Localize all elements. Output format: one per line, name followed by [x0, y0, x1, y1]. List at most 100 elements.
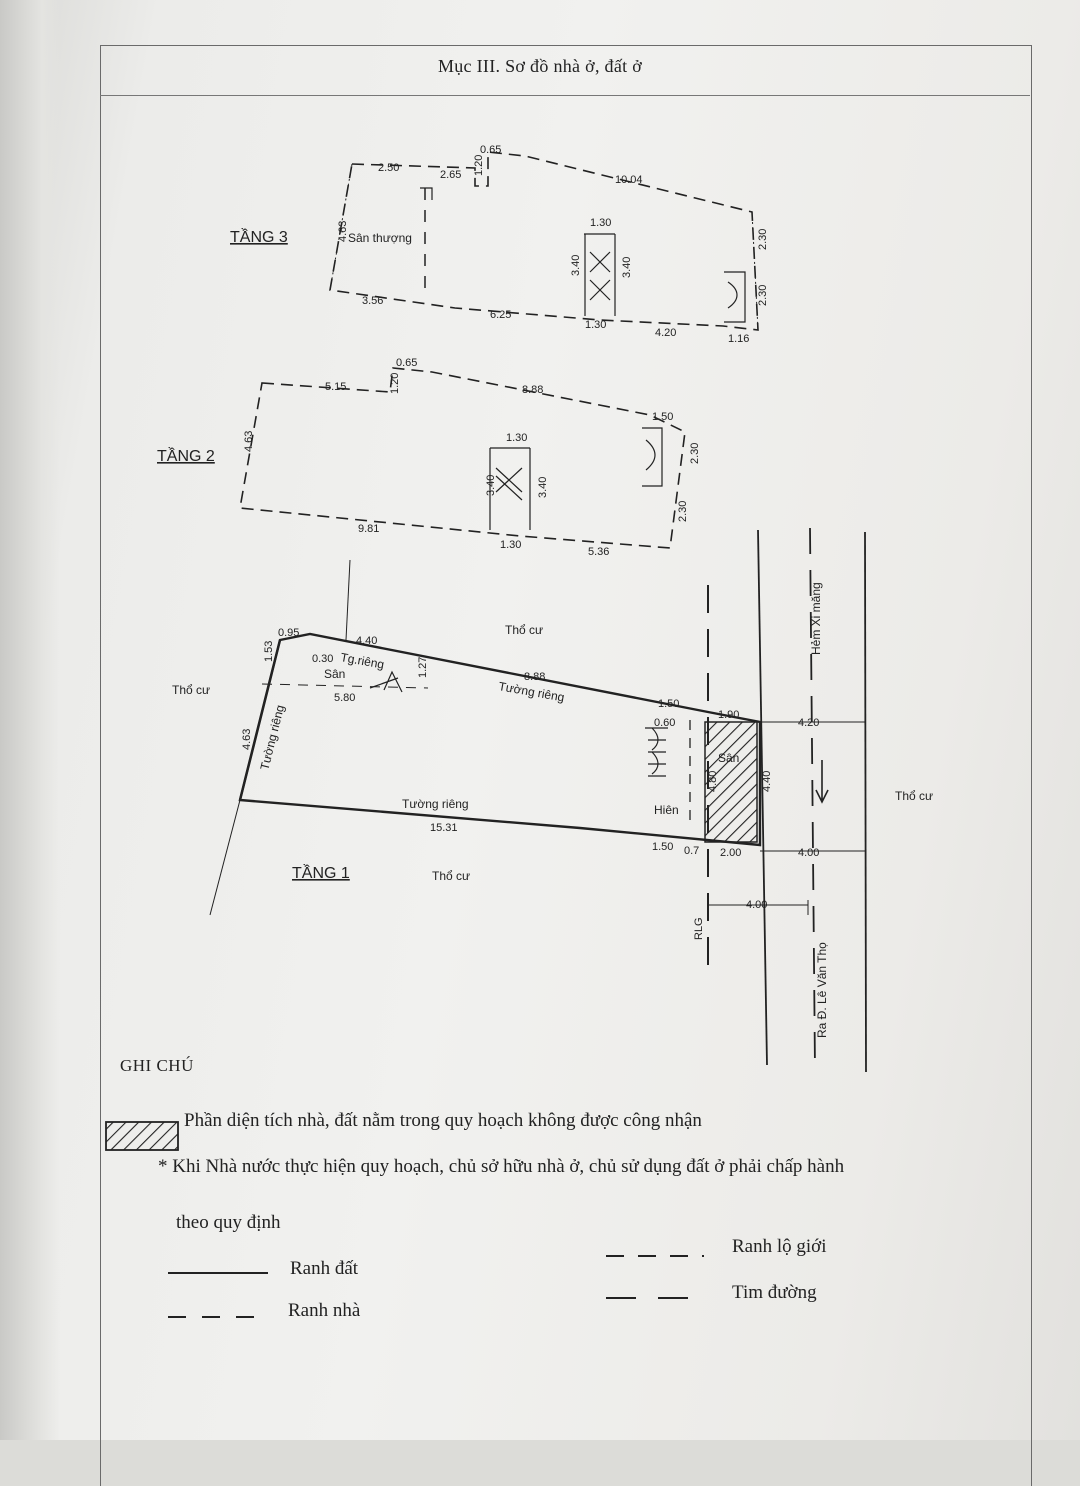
svg-text:1.30: 1.30 — [585, 319, 606, 331]
yard-label-right: Sân — [718, 751, 739, 765]
svg-text:1.53: 1.53 — [263, 641, 275, 662]
page-fold-shadow — [0, 0, 60, 1440]
legend-ranh-nha: Ranh nhà — [288, 1300, 361, 1321]
floor2-labels: TẦNG 2 0.65 1.20 5.15 8.88 1.50 1.30 4.6… — [157, 357, 701, 558]
floor2-label: TẦNG 2 — [157, 446, 215, 465]
yard-label: Sân — [324, 667, 345, 681]
neighbor-right: Thổ cư — [895, 789, 933, 803]
svg-text:4.20: 4.20 — [798, 717, 819, 729]
neighbor-left: Thổ cư — [172, 683, 210, 697]
svg-text:3.40: 3.40 — [485, 475, 497, 496]
svg-text:2.00: 2.00 — [720, 847, 741, 859]
floor3-room-label: Sân thượng — [348, 231, 412, 245]
svg-text:4.80: 4.80 — [707, 771, 719, 792]
floor1-plan — [209, 527, 867, 1073]
floor3-terrace-edge — [329, 163, 353, 291]
svg-text:1.90: 1.90 — [718, 709, 739, 721]
notes-heading: GHI CHÚ — [120, 1056, 194, 1075]
floor3-door-icon — [420, 187, 433, 200]
header-rule — [100, 95, 1030, 96]
svg-text:3.40: 3.40 — [621, 257, 633, 278]
planning-hatched-area — [704, 721, 758, 843]
svg-text:3.40: 3.40 — [570, 255, 582, 276]
floor3-label: TẦNG 3 — [230, 227, 288, 246]
page-title: Mục III. Sơ đồ nhà ở, đất ở — [437, 56, 643, 76]
yard-door-icon — [369, 670, 403, 693]
svg-text:0.65: 0.65 — [396, 357, 417, 369]
wall-label-bottom: Tường riêng — [402, 797, 469, 811]
svg-text:1.20: 1.20 — [473, 155, 485, 176]
svg-text:4.00: 4.00 — [746, 899, 767, 911]
svg-text:3.56: 3.56 — [362, 295, 383, 307]
svg-text:1.50: 1.50 — [652, 841, 673, 853]
neighbor-boundary-lower — [209, 799, 241, 916]
svg-text:3.40: 3.40 — [537, 477, 549, 498]
page-frame — [100, 45, 1032, 1486]
note-line-2: theo quy định — [176, 1212, 281, 1233]
svg-text:4.40: 4.40 — [356, 635, 377, 647]
neighbor-bottom: Thổ cư — [432, 869, 470, 883]
svg-text:0.65: 0.65 — [480, 144, 501, 156]
floor3-stair-icon-2 — [724, 271, 746, 323]
svg-text:2.65: 2.65 — [440, 169, 461, 181]
svg-text:0.7: 0.7 — [684, 845, 699, 857]
rlg-label: RLG — [693, 917, 705, 940]
svg-text:5.36: 5.36 — [588, 546, 609, 558]
svg-text:4.63: 4.63 — [241, 729, 253, 750]
svg-text:0.95: 0.95 — [278, 627, 299, 639]
svg-text:2.30: 2.30 — [757, 285, 769, 306]
svg-text:0.60: 0.60 — [654, 717, 675, 729]
svg-text:1.20: 1.20 — [389, 373, 401, 394]
svg-text:2.30: 2.30 — [677, 501, 689, 522]
svg-text:8.88: 8.88 — [522, 384, 543, 396]
porch-stair-icon — [645, 727, 668, 777]
floor3-stair-icon — [584, 233, 616, 316]
svg-text:5.15: 5.15 — [325, 381, 346, 393]
svg-text:4.63: 4.63 — [337, 221, 349, 242]
svg-text:1.30: 1.30 — [500, 539, 521, 551]
floor2-plan — [239, 367, 686, 549]
svg-text:0.30: 0.30 — [312, 653, 333, 665]
floor2-stair-icon — [489, 447, 531, 530]
svg-text:8.88: 8.88 — [524, 671, 545, 683]
svg-text:15.31: 15.31 — [430, 822, 458, 834]
floor3-plan — [329, 151, 759, 331]
svg-text:4.63: 4.63 — [243, 431, 255, 452]
alley-centerline — [809, 527, 816, 1071]
hatch-legend-swatch — [105, 1121, 179, 1151]
legend-tim-duong: Tim đường — [732, 1282, 817, 1303]
svg-text:1.16: 1.16 — [728, 333, 749, 345]
alley-edge-left — [757, 529, 768, 1066]
svg-text:9.81: 9.81 — [358, 523, 379, 535]
floor2-outline — [239, 367, 686, 549]
note-line-1: * Khi Nhà nước thực hiện quy hoạch, chủ … — [158, 1156, 845, 1177]
porch-label: Hiên — [654, 803, 679, 817]
svg-text:1.30: 1.30 — [590, 217, 611, 229]
floor1-labels: TẦNG 1 Thổ cư Thổ cư Thổ cư Thổ cư Tg.ri… — [172, 582, 933, 1038]
svg-text:1.50: 1.50 — [658, 698, 679, 710]
svg-text:10.04: 10.04 — [615, 174, 643, 186]
road-label: Ra Đ. Lê Văn Thọ — [815, 942, 829, 1038]
svg-text:4.00: 4.00 — [798, 847, 819, 859]
svg-text:1.27: 1.27 — [417, 657, 429, 678]
floor3-labels: TẦNG 3 Sân thượng 0.65 1.20 2.50 2.65 10… — [230, 144, 769, 345]
neighbor-boundary-left — [345, 559, 351, 641]
alley-edge-right — [864, 531, 867, 1073]
svg-text:1.30: 1.30 — [506, 432, 527, 444]
svg-text:1.50: 1.50 — [652, 411, 673, 423]
legend-ranh-lo-gioi: Ranh lộ giới — [732, 1236, 827, 1257]
wall-short-label: Tg.riêng — [339, 650, 385, 671]
floor1-label: TẦNG 1 — [292, 863, 350, 882]
alley-label: Hẻm Xi măng — [809, 582, 823, 655]
svg-text:2.30: 2.30 — [689, 443, 701, 464]
svg-text:5.80: 5.80 — [334, 692, 355, 704]
site-plan-drawing: TẦNG 3 Sân thượng 0.65 1.20 2.50 2.65 10… — [105, 144, 933, 1318]
floor1-lot-outline — [238, 632, 762, 847]
floor2-stair-icon-2 — [642, 427, 663, 487]
legend-graphics — [105, 1121, 704, 1318]
hatch-legend-text: Phần diện tích nhà, đất nằm trong quy ho… — [184, 1110, 702, 1131]
legend-ranh-dat: Ranh đất — [290, 1258, 359, 1279]
svg-text:4.20: 4.20 — [655, 327, 676, 339]
neighbor-top: Thổ cư — [505, 623, 543, 637]
